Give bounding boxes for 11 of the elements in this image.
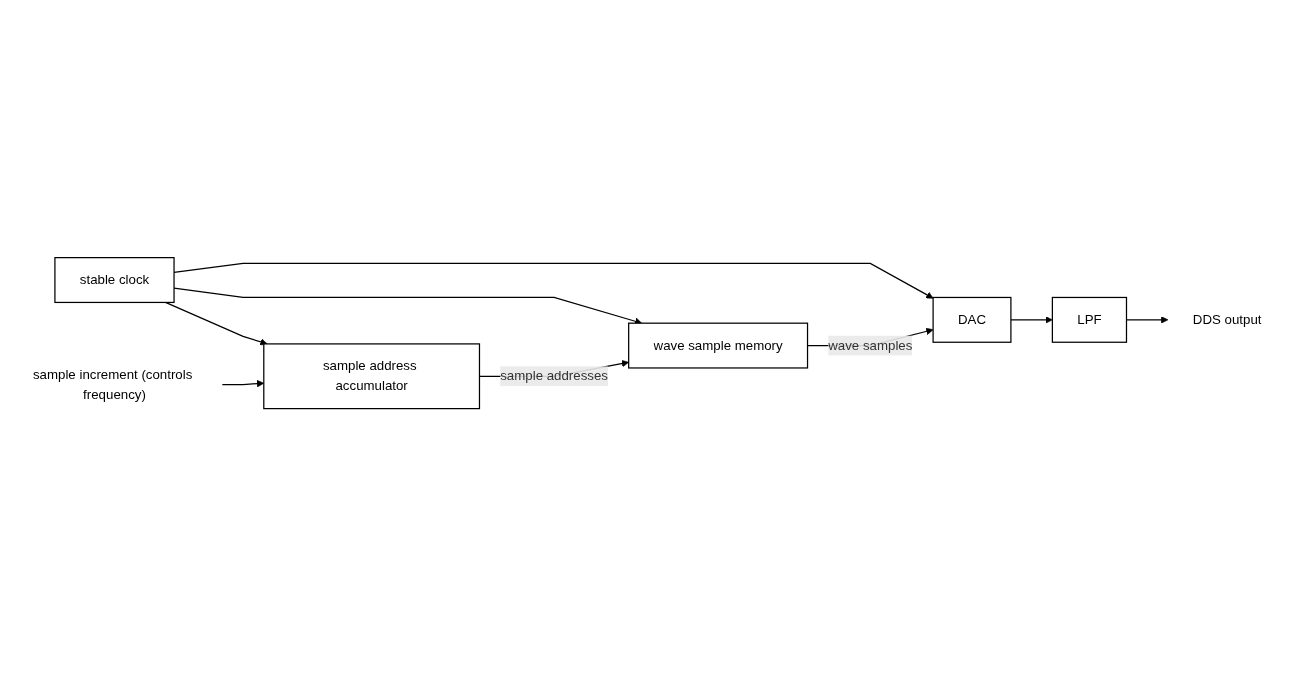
edge-label: sample addresses xyxy=(500,369,608,384)
node-box: LPF xyxy=(1051,297,1128,344)
node-text: sample increment (controls frequency) xyxy=(32,367,193,402)
node-text: DDS output xyxy=(1192,312,1262,327)
edge-label: wave samples xyxy=(828,338,913,353)
arrow xyxy=(164,302,268,346)
arrow xyxy=(1010,316,1053,324)
node-box: wave sample memory xyxy=(628,322,809,369)
node-box: sample address accumulator xyxy=(263,343,481,410)
node-box: stable clock xyxy=(54,257,175,304)
node-box: DAC xyxy=(932,297,1012,344)
